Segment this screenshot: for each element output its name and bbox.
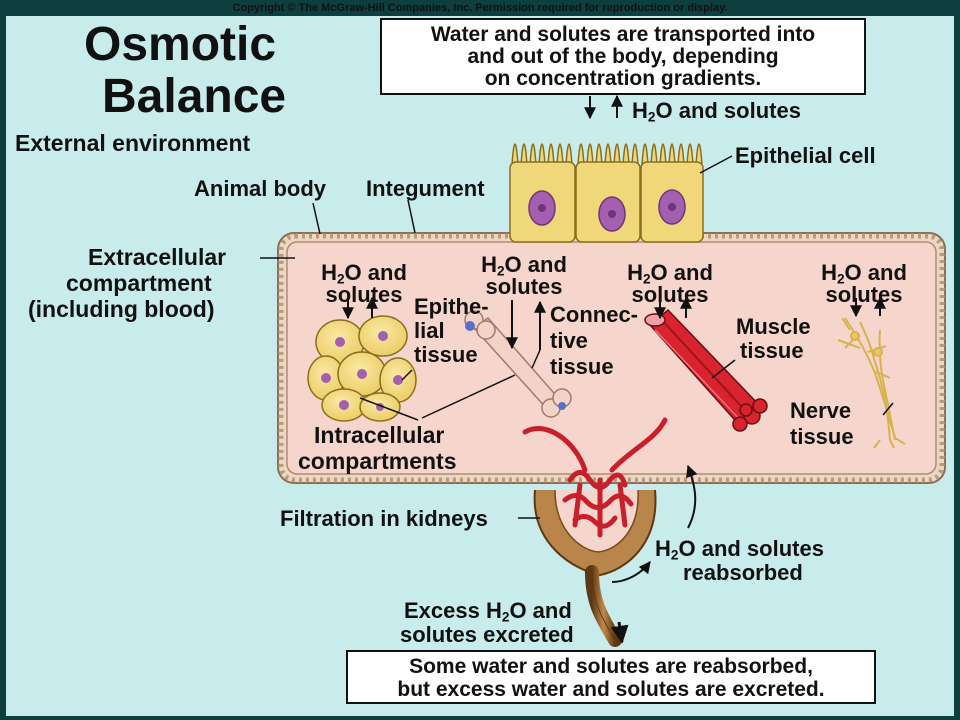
excreted-label-2: solutes excreted: [400, 622, 574, 647]
connective-tissue-label-1: Connec-: [550, 302, 638, 327]
title-line-2: Balance: [102, 70, 287, 123]
integument-label: Integument: [366, 176, 485, 201]
h2o-and-text: and: [367, 260, 407, 285]
top-info-box: Water and solutes are transported into a…: [380, 18, 866, 95]
epithelial-tissue-cells: [307, 315, 417, 422]
intracellular-label-1: Intracellular: [314, 422, 445, 448]
microvilli: [511, 143, 703, 166]
bottom-box-line-2: but excess water and solutes are excrete…: [397, 678, 825, 701]
excreted-text-1: and: [532, 598, 572, 623]
nerve-cells: [837, 317, 906, 449]
h2o-and-text: and: [527, 252, 567, 277]
bone: [464, 310, 572, 418]
h2o-and-text: and: [867, 260, 907, 285]
h2o-solutes-top-label: H2O and solutes: [632, 98, 801, 125]
epithelial-tissue-label-2: lial: [414, 318, 445, 343]
bottom-box-line-1: Some water and solutes are reabsorbed,: [409, 655, 813, 678]
epithelial-cell-label: Epithelial cell: [735, 143, 876, 168]
epithelial-tissue-nuclei: [321, 331, 403, 411]
filtration-label: Filtration in kidneys: [280, 506, 488, 531]
extracellular-label-2: compartment: [66, 270, 212, 296]
top-box-line-2: and out of the body, depending: [467, 45, 779, 68]
epithelial-cells: [509, 143, 704, 243]
nerve-tissue-label-2: tissue: [790, 424, 854, 449]
reabsorbed-label-1: H2O and solutes: [655, 536, 824, 563]
reabsorbed-label-2: reabsorbed: [683, 560, 803, 585]
extracellular-label-1: Extracellular: [88, 244, 227, 270]
solutes-text: solutes: [485, 274, 563, 299]
copyright-notice: Copyright © The McGraw-Hill Companies, I…: [232, 2, 728, 14]
bottom-info-box: Some water and solutes are reabsorbed, b…: [346, 650, 876, 704]
epithelial-tissue-label-3: tissue: [414, 342, 478, 367]
muscle-tissue-label-1: Muscle: [736, 314, 811, 339]
top-box-line-1: Water and solutes are transported into: [430, 23, 816, 46]
epithelial-tissue-label-1: Epithe-: [414, 294, 489, 319]
glomerulus: [522, 417, 668, 538]
solutes-text: solutes: [325, 282, 403, 307]
h2o-solutes-top-text: and solutes: [678, 98, 801, 123]
external-environment-label: External environment: [15, 130, 251, 156]
leader-lines: [260, 155, 894, 519]
solutes-text: solutes: [825, 282, 903, 307]
solutes-text: solutes: [631, 282, 709, 307]
top-box-line-3: on concentration gradients.: [484, 67, 762, 90]
muscle-tissue-label-2: tissue: [740, 338, 804, 363]
h2o-and-text: and: [673, 260, 713, 285]
nerve-tissue-label-1: Nerve: [790, 398, 852, 423]
excreted-label-1: Excess H2O and: [404, 598, 572, 625]
animal-body-label: Animal body: [194, 176, 327, 201]
extracellular-label-3: (including blood): [28, 296, 215, 322]
connective-tissue-label-3: tissue: [550, 354, 614, 379]
arrows: [342, 94, 886, 644]
connective-tissue-label-2: tive: [550, 328, 588, 353]
muscle-bundle: [644, 308, 768, 432]
title-line-1: Osmotic: [84, 18, 277, 71]
reabsorbed-text-1: and solutes: [701, 536, 824, 561]
intracellular-label-2: compartments: [298, 448, 457, 474]
